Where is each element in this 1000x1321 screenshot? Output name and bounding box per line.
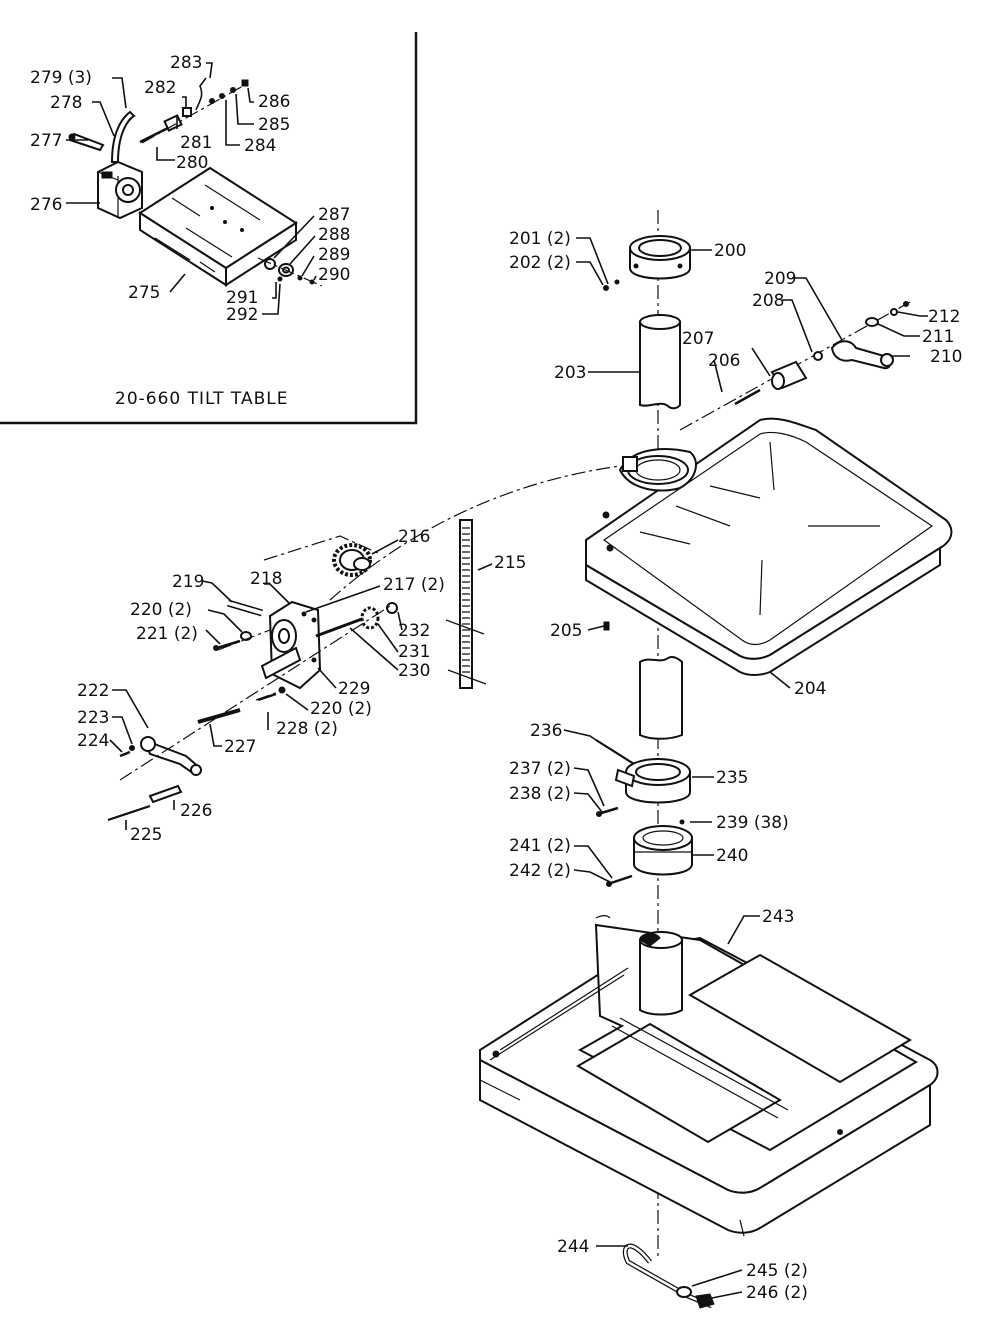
label-242: 242 (2) <box>509 861 571 881</box>
part-245-washer <box>676 1286 692 1298</box>
label-202: 202 (2) <box>509 253 571 273</box>
label-292: 292 <box>226 305 258 325</box>
part-276-trunnion <box>97 160 143 220</box>
part-236-pin <box>595 739 635 765</box>
label-286: 286 <box>258 92 290 112</box>
label-238: 238 (2) <box>509 784 571 804</box>
label-284: 284 <box>244 136 276 156</box>
part-203-column-upper <box>639 314 681 410</box>
label-231: 231 <box>398 642 430 662</box>
label-206: 206 <box>708 351 740 371</box>
label-289: 289 <box>318 245 350 265</box>
label-245: 245 (2) <box>746 1261 808 1281</box>
label-282: 282 <box>144 78 176 98</box>
part-231-worm <box>360 606 380 630</box>
label-230: 230 <box>398 661 430 681</box>
label-211: 211 <box>922 327 954 347</box>
part-226-handle-grip <box>148 784 183 804</box>
part-218-gear-housing <box>260 600 322 690</box>
label-220a: 220 (2) <box>130 600 192 620</box>
part-240-rack-ring <box>633 825 693 876</box>
part-227-shaft <box>197 708 241 724</box>
label-236: 236 <box>530 721 562 741</box>
label-218: 218 <box>250 569 282 589</box>
part-232-washer <box>386 602 398 614</box>
part-243-base <box>479 915 939 1237</box>
part-base-column-stub <box>639 931 683 1016</box>
label-235: 235 <box>716 768 748 788</box>
label-210: 210 <box>930 347 962 367</box>
part-column-lower <box>639 656 683 740</box>
part-222-crank-handle <box>140 736 202 776</box>
label-220b: 220 (2) <box>310 699 372 719</box>
main-assembly: 201 (2) 202 (2) 200 203 209 208 207 206 … <box>77 210 962 1309</box>
part-216-worm-gear <box>332 543 372 577</box>
label-240: 240 <box>716 846 748 866</box>
part-235-lower-collar <box>614 758 691 804</box>
label-201: 201 (2) <box>509 229 571 249</box>
inset-border <box>0 32 418 425</box>
label-205: 205 <box>550 621 582 641</box>
label-244: 244 <box>557 1237 589 1257</box>
part-200-column-collar <box>629 235 691 280</box>
label-208: 208 <box>752 291 784 311</box>
part-278-scale-arc <box>110 110 136 163</box>
parts-206-212-crank <box>679 301 911 431</box>
label-276: 276 <box>30 195 62 215</box>
tilt-table-inset: 279 (3) 278 277 276 275 280 281 282 283 … <box>0 32 418 425</box>
label-288: 288 <box>318 225 350 245</box>
label-203: 203 <box>554 363 586 383</box>
inset-leaders <box>66 62 317 315</box>
label-215: 215 <box>494 553 526 573</box>
label-237: 237 (2) <box>509 759 571 779</box>
label-291: 291 <box>226 288 258 308</box>
label-277: 277 <box>30 131 62 151</box>
label-229: 229 <box>338 679 370 699</box>
label-207: 207 <box>682 329 714 349</box>
label-221: 221 (2) <box>136 624 198 644</box>
label-219: 219 <box>172 572 204 592</box>
label-212: 212 <box>928 307 960 327</box>
label-222: 222 <box>77 681 109 701</box>
label-283: 283 <box>170 53 202 73</box>
part-225-rod <box>107 804 151 822</box>
label-200: 200 <box>714 241 746 261</box>
label-246: 246 (2) <box>746 1283 808 1303</box>
label-287: 287 <box>318 205 350 225</box>
label-223: 223 <box>77 708 109 728</box>
part-205-set-screw <box>603 621 610 631</box>
part-204-work-table <box>585 417 953 676</box>
label-204: 204 <box>794 679 826 699</box>
label-285: 285 <box>258 115 290 135</box>
label-209: 209 <box>764 269 796 289</box>
label-226: 226 <box>180 801 212 821</box>
label-275: 275 <box>128 283 160 303</box>
inset-title: 20-660 TILT TABLE <box>115 389 289 409</box>
label-232: 232 <box>398 621 430 641</box>
label-225: 225 <box>130 825 162 845</box>
label-278: 278 <box>50 93 82 113</box>
part-244-j-bolt <box>622 1243 713 1309</box>
label-239: 239 (38) <box>716 813 789 833</box>
part-277-lock-handle <box>68 132 105 152</box>
part-215-rack <box>445 519 487 689</box>
label-217: 217 (2) <box>383 575 445 595</box>
label-243: 243 <box>762 907 794 927</box>
main-leaders <box>109 237 928 1299</box>
label-290: 290 <box>318 265 350 285</box>
label-216: 216 <box>398 527 430 547</box>
part-275-tilt-table-top <box>138 166 298 287</box>
parts-287-292-washers <box>257 257 323 287</box>
label-280: 280 <box>176 153 208 173</box>
label-224: 224 <box>77 731 109 751</box>
label-241: 241 (2) <box>509 836 571 856</box>
label-281: 281 <box>180 133 212 153</box>
label-227: 227 <box>224 737 256 757</box>
label-279: 279 (3) <box>30 68 92 88</box>
part-246-nut <box>695 1293 715 1309</box>
label-228: 228 (2) <box>276 719 338 739</box>
